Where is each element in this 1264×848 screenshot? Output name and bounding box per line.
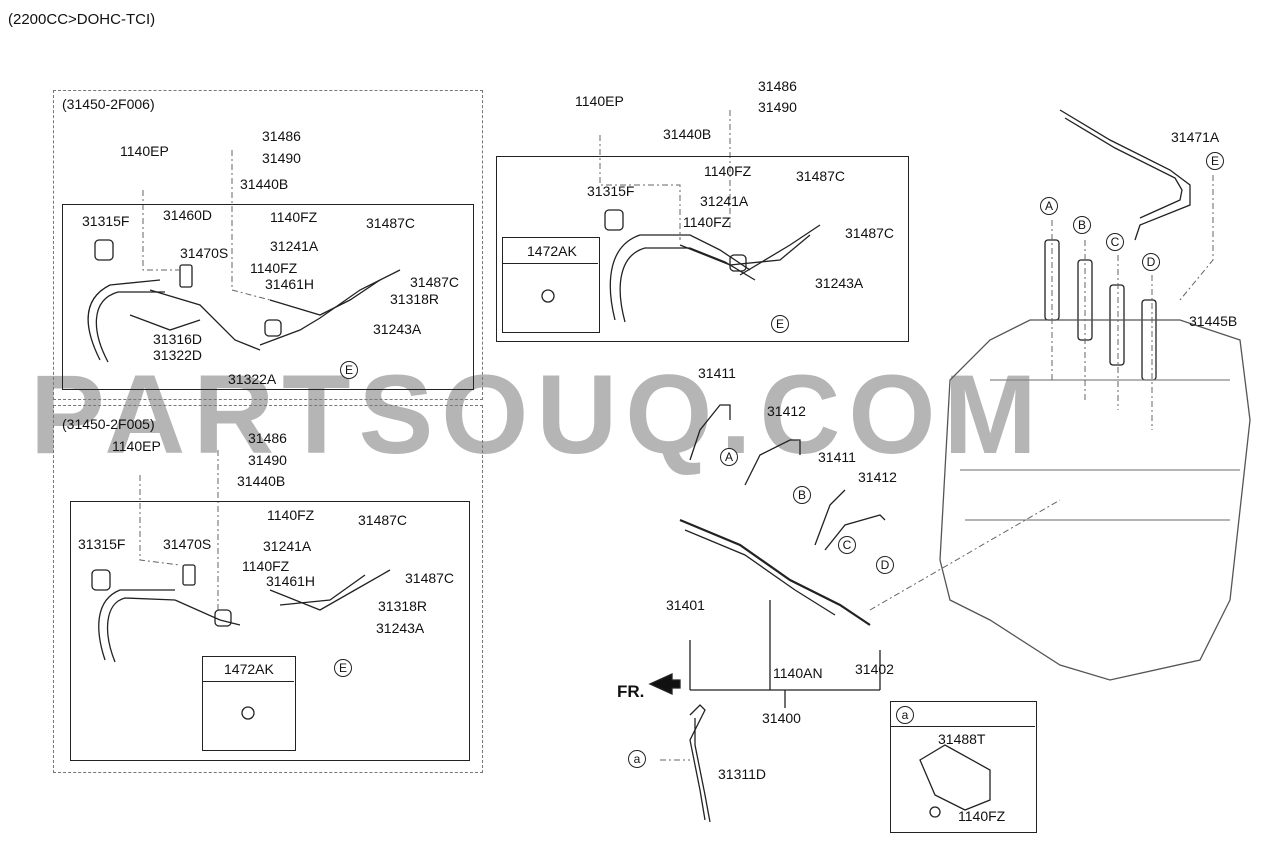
label-1140fz-2[interactable]: 1140FZ	[250, 260, 298, 276]
watermark: PARTSOUQ.COM	[30, 352, 1045, 477]
panel-bottom-left-box	[70, 501, 470, 761]
panel-top-left-box	[62, 204, 474, 390]
label-31488t[interactable]: 31488T	[938, 731, 986, 747]
inset-1472ak-header	[202, 656, 294, 682]
label-31322d[interactable]: 31322D	[153, 347, 203, 363]
label-31486[interactable]: 31486	[758, 78, 797, 94]
callout-e[interactable]: E	[334, 659, 352, 677]
label-31490[interactable]: 31490	[758, 99, 797, 115]
label-31243a[interactable]: 31243A	[815, 275, 864, 291]
inset-1472ak	[502, 237, 600, 333]
label-1140ep[interactable]: 1140EP	[575, 93, 624, 109]
inset-1472ak-label[interactable]: 1472AK	[224, 661, 274, 677]
label-31487c-2[interactable]: 31487C	[405, 570, 455, 586]
label-31315f[interactable]: 31315F	[78, 536, 126, 552]
label-31440b[interactable]: 31440B	[240, 176, 289, 192]
detail-a-title: a	[896, 706, 914, 724]
label-31411[interactable]: 31411	[698, 365, 736, 381]
label-31243a[interactable]: 31243A	[376, 620, 425, 636]
label-31487c-2[interactable]: 31487C	[410, 274, 460, 290]
label-1140fz[interactable]: 1140FZ	[958, 808, 1006, 824]
label-31470s[interactable]: 31470S	[180, 245, 229, 261]
label-31440b[interactable]: 31440B	[663, 126, 712, 142]
inset-1472ak-header	[502, 237, 598, 264]
detail-a-header	[890, 701, 1035, 727]
label-31402[interactable]: 31402	[855, 661, 894, 677]
label-31412-2[interactable]: 31412	[858, 469, 897, 485]
label-31318r[interactable]: 31318R	[378, 598, 428, 614]
callout-b-upper[interactable]: B	[1073, 216, 1091, 234]
label-31440b[interactable]: 31440B	[237, 473, 286, 489]
callout-e-upper[interactable]: E	[1206, 152, 1224, 170]
label-31487c[interactable]: 31487C	[796, 168, 846, 184]
callout-e[interactable]: E	[771, 315, 789, 333]
label-31318r[interactable]: 31318R	[390, 291, 440, 307]
callout-b-lower[interactable]: B	[793, 486, 811, 504]
label-31487c[interactable]: 31487C	[366, 215, 416, 231]
label-31461h[interactable]: 31461H	[265, 276, 315, 292]
callout-c-upper[interactable]: C	[1106, 233, 1124, 251]
label-31490[interactable]: 31490	[262, 150, 301, 166]
panel-top-left	[53, 90, 483, 400]
label-31400[interactable]: 31400	[762, 710, 801, 726]
label-1140fz-2[interactable]: 1140FZ	[242, 558, 290, 574]
panel-top-left-title: (31450-2F006)	[62, 96, 155, 112]
label-31471a[interactable]: 31471A	[1171, 129, 1220, 145]
label-31401[interactable]: 31401	[666, 597, 705, 613]
label-1140an[interactable]: 1140AN	[773, 665, 823, 681]
label-31460d[interactable]: 31460D	[163, 207, 213, 223]
label-1140fz[interactable]: 1140FZ	[270, 209, 318, 225]
panel-bottom-left-title: (31450-2F005)	[62, 416, 155, 432]
label-31316d[interactable]: 31316D	[153, 331, 203, 347]
callout-a-upper[interactable]: A	[1040, 197, 1058, 215]
label-31411-2[interactable]: 31411	[818, 449, 856, 465]
label-31241a[interactable]: 31241A	[263, 538, 312, 554]
label-31315f[interactable]: 31315F	[587, 183, 635, 199]
label-31490[interactable]: 31490	[248, 452, 287, 468]
label-31487c-2[interactable]: 31487C	[845, 225, 895, 241]
label-31241a[interactable]: 31241A	[700, 193, 749, 209]
label-31243a[interactable]: 31243A	[373, 321, 422, 337]
callout-a-pipe[interactable]: a	[628, 750, 646, 768]
label-31315f[interactable]: 31315F	[82, 213, 130, 229]
label-31486[interactable]: 31486	[262, 128, 301, 144]
label-31322a[interactable]: 31322A	[228, 371, 277, 387]
label-31311d[interactable]: 31311D	[718, 766, 767, 782]
inset-1472ak	[202, 656, 296, 751]
label-31241a[interactable]: 31241A	[270, 238, 319, 254]
callout-d-lower[interactable]: D	[876, 556, 894, 574]
label-31470s[interactable]: 31470S	[163, 536, 212, 552]
label-1140ep[interactable]: 1140EP	[112, 438, 161, 454]
label-31445b[interactable]: 31445B	[1189, 313, 1238, 329]
panel-bottom-left	[53, 405, 483, 773]
label-1140fz[interactable]: 1140FZ	[704, 163, 752, 179]
label-1140fz-2[interactable]: 1140FZ	[683, 214, 731, 230]
inset-1472ak-label[interactable]: 1472AK	[527, 243, 577, 259]
callout-d-upper[interactable]: D	[1142, 253, 1160, 271]
detail-a-box	[890, 701, 1037, 833]
panel-top-center-box	[496, 156, 909, 342]
label-1140ep[interactable]: 1140EP	[120, 143, 169, 159]
callout-c-lower[interactable]: C	[838, 536, 856, 554]
label-31486[interactable]: 31486	[248, 430, 287, 446]
callout-e[interactable]: E	[340, 361, 358, 379]
label-31412[interactable]: 31412	[767, 403, 806, 419]
front-direction-label: FR.	[617, 682, 645, 701]
label-1140fz[interactable]: 1140FZ	[267, 507, 315, 523]
label-31461h[interactable]: 31461H	[266, 573, 316, 589]
pipe-31322d	[87, 279, 161, 361]
engine-spec-header: (2200CC>DOHC-TCI)	[8, 11, 156, 28]
label-31487c[interactable]: 31487C	[358, 512, 408, 528]
callout-a-lower[interactable]: A	[720, 448, 738, 466]
